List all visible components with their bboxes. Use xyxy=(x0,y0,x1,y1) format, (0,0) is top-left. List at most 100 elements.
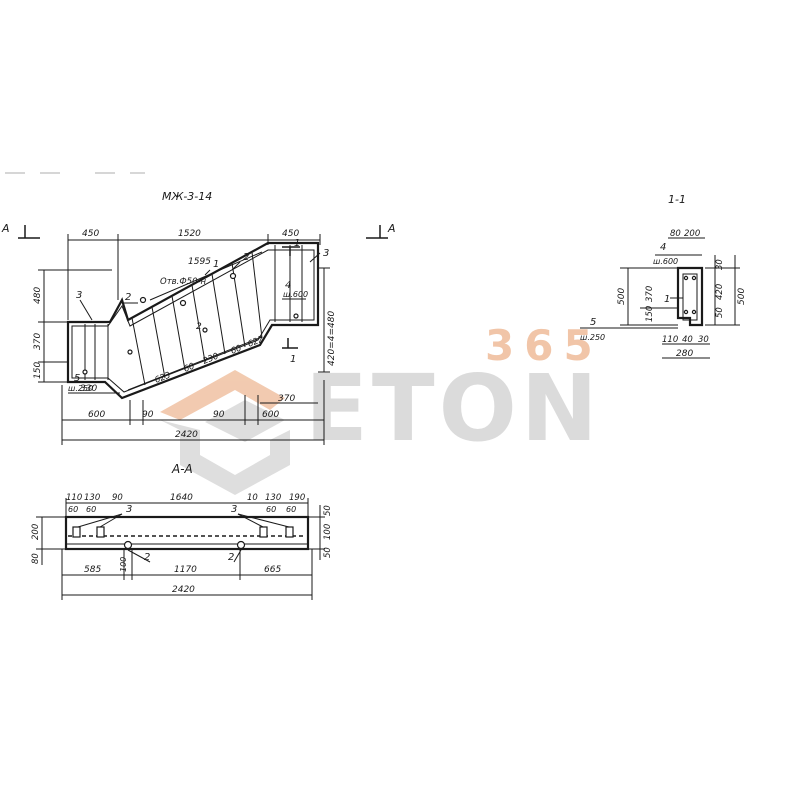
cut-marker-right-label: А xyxy=(387,222,396,235)
dim-left-150: 150 xyxy=(33,362,43,379)
sec-top-200: 200 xyxy=(684,229,700,239)
dim-bottom-600b: 600 xyxy=(262,410,279,420)
dim-mid-60b: 60 xyxy=(229,343,243,356)
dim-bottom-90b: 90 xyxy=(213,410,225,420)
watermark-word: ETON xyxy=(305,355,602,462)
hole-markers xyxy=(82,272,299,375)
aa-callout-3-left: 3 xyxy=(126,504,132,515)
sec-top-80: 80 xyxy=(670,229,681,239)
section-view: 1-1 80 200 4 ш.600 1 5 ш.250 500 370 150… xyxy=(580,193,747,359)
dim-mid-623: 623 xyxy=(153,370,172,385)
width-note-250: ш.250 xyxy=(68,384,93,393)
dim-left-370: 370 xyxy=(33,333,43,350)
dim-total: 2420 xyxy=(175,430,198,440)
sec-bottom-40: 40 xyxy=(682,335,693,345)
bottom-dimensions: 330 370 600 90 90 600 2420 xyxy=(61,380,325,445)
callout-2-left: 2 xyxy=(125,292,131,303)
aa-callout-2-left: 2 xyxy=(144,552,150,563)
sec-right-500: 500 xyxy=(737,288,747,305)
callout-3-left: 3 xyxy=(76,290,82,301)
aa-top-130: 130 xyxy=(84,493,100,503)
callout-1-right: 1 xyxy=(294,238,300,249)
dim-left-330: 330 xyxy=(80,384,97,394)
mid-dimensions: 623 60 230 60 622 xyxy=(127,334,265,391)
sec-callout-5: 5 xyxy=(590,317,596,328)
sec-callout-4: 4 xyxy=(660,242,666,253)
sec-width-250: ш.250 xyxy=(580,333,605,342)
aa-total: 2420 xyxy=(172,585,195,595)
dim-bottom-90a: 90 xyxy=(142,410,154,420)
watermark: 365 ETON xyxy=(160,321,603,495)
cut-marker-left-label: А xyxy=(1,222,10,235)
aa-bottom-585: 585 xyxy=(84,565,101,575)
aa-bottom-100: 100 xyxy=(119,557,128,572)
aa-right-50a: 50 xyxy=(323,505,333,516)
callout-5: 5 xyxy=(74,373,80,384)
dim-bottom-600a: 600 xyxy=(88,410,105,420)
dim-left-480: 480 xyxy=(33,287,43,304)
sec-bottom-110: 110 xyxy=(662,335,678,345)
left-dimensions: 480 370 150 xyxy=(33,269,112,383)
aa-bottom-1170: 1170 xyxy=(174,565,197,575)
stair-stirrups xyxy=(84,245,303,386)
sec-right-420: 420 xyxy=(715,284,725,300)
dim-top-mid: 1520 xyxy=(178,229,201,239)
callout-2-low: 2 xyxy=(196,322,202,332)
callout-2-top: 2 xyxy=(243,252,249,263)
aa-callout-2-right: 2 xyxy=(228,552,234,563)
aa-sub-60d: 60 xyxy=(286,505,296,514)
sec-left-370: 370 xyxy=(645,286,655,302)
width-note-600: ш.600 xyxy=(283,290,308,299)
aa-hole-4 xyxy=(285,526,294,538)
sec-bottom-280: 280 xyxy=(676,349,693,359)
aa-top-1640: 1640 xyxy=(170,493,193,503)
callout-3-right: 3 xyxy=(323,248,329,259)
aa-top-10: 10 xyxy=(247,493,258,503)
sec-bottom-30: 30 xyxy=(698,335,709,345)
hole-note: Отв.Ф50-н xyxy=(160,277,207,287)
dim-diag: 1595 xyxy=(188,257,211,267)
sec-width-600: ш.600 xyxy=(653,257,678,266)
aa-top-110: 110 xyxy=(66,493,82,503)
cut-marker-left: А xyxy=(1,222,40,239)
callout-4: 4 xyxy=(285,280,291,291)
aa-body xyxy=(64,515,310,551)
aa-hole-2 xyxy=(96,526,105,538)
sec-left-500: 500 xyxy=(617,288,627,305)
sec-right-50: 50 xyxy=(715,307,725,318)
aa-sub-60b: 60 xyxy=(86,505,96,514)
aa-hole-1 xyxy=(72,526,81,538)
main-view: МЖ-3-14 А А xyxy=(1,190,396,445)
dim-mid-60a: 60 xyxy=(182,361,196,374)
sec-callout-1: 1 xyxy=(664,294,670,305)
sec-right-30: 30 xyxy=(715,259,725,270)
aa-right-100: 100 xyxy=(323,524,333,540)
aa-top-r130: 130 xyxy=(265,493,281,503)
stair-outline xyxy=(66,241,320,400)
section-title: 1-1 xyxy=(668,193,686,206)
aa-bottom-665: 665 xyxy=(264,565,281,575)
cut-marker-right: А xyxy=(366,222,396,239)
aa-left-80: 80 xyxy=(31,553,41,564)
aa-sub-60c: 60 xyxy=(266,505,276,514)
dim-mid-622: 622 xyxy=(246,334,265,349)
watermark-number: 365 xyxy=(485,321,603,370)
dim-right: 420=4=480 xyxy=(327,311,337,366)
aa-title: А-А xyxy=(171,462,193,476)
aa-sub-60a: 60 xyxy=(68,505,78,514)
top-dimensions: 450 1520 450 1595 Отв.Ф50-н xyxy=(67,229,321,320)
main-callouts: 3 2 1 2 1 3 4 ш.600 5 ш.250 2 1 xyxy=(68,238,329,393)
section-mark-right: 1 xyxy=(290,354,296,365)
right-dimensions: 420=4=480 xyxy=(318,267,337,373)
sec-left-150: 150 xyxy=(645,306,655,322)
main-title: МЖ-3-14 xyxy=(162,190,212,203)
dim-right-370: 370 xyxy=(278,394,295,404)
section-cage xyxy=(682,273,698,321)
aa-left-200: 200 xyxy=(31,524,41,540)
aa-view: А-А 110 130 90 1640 10 130 190 60 60 60 … xyxy=(31,462,333,600)
aa-top-90: 90 xyxy=(112,493,123,503)
section-outline xyxy=(676,266,704,327)
dim-mid-230: 230 xyxy=(201,351,220,366)
aa-top-190: 190 xyxy=(289,493,305,503)
